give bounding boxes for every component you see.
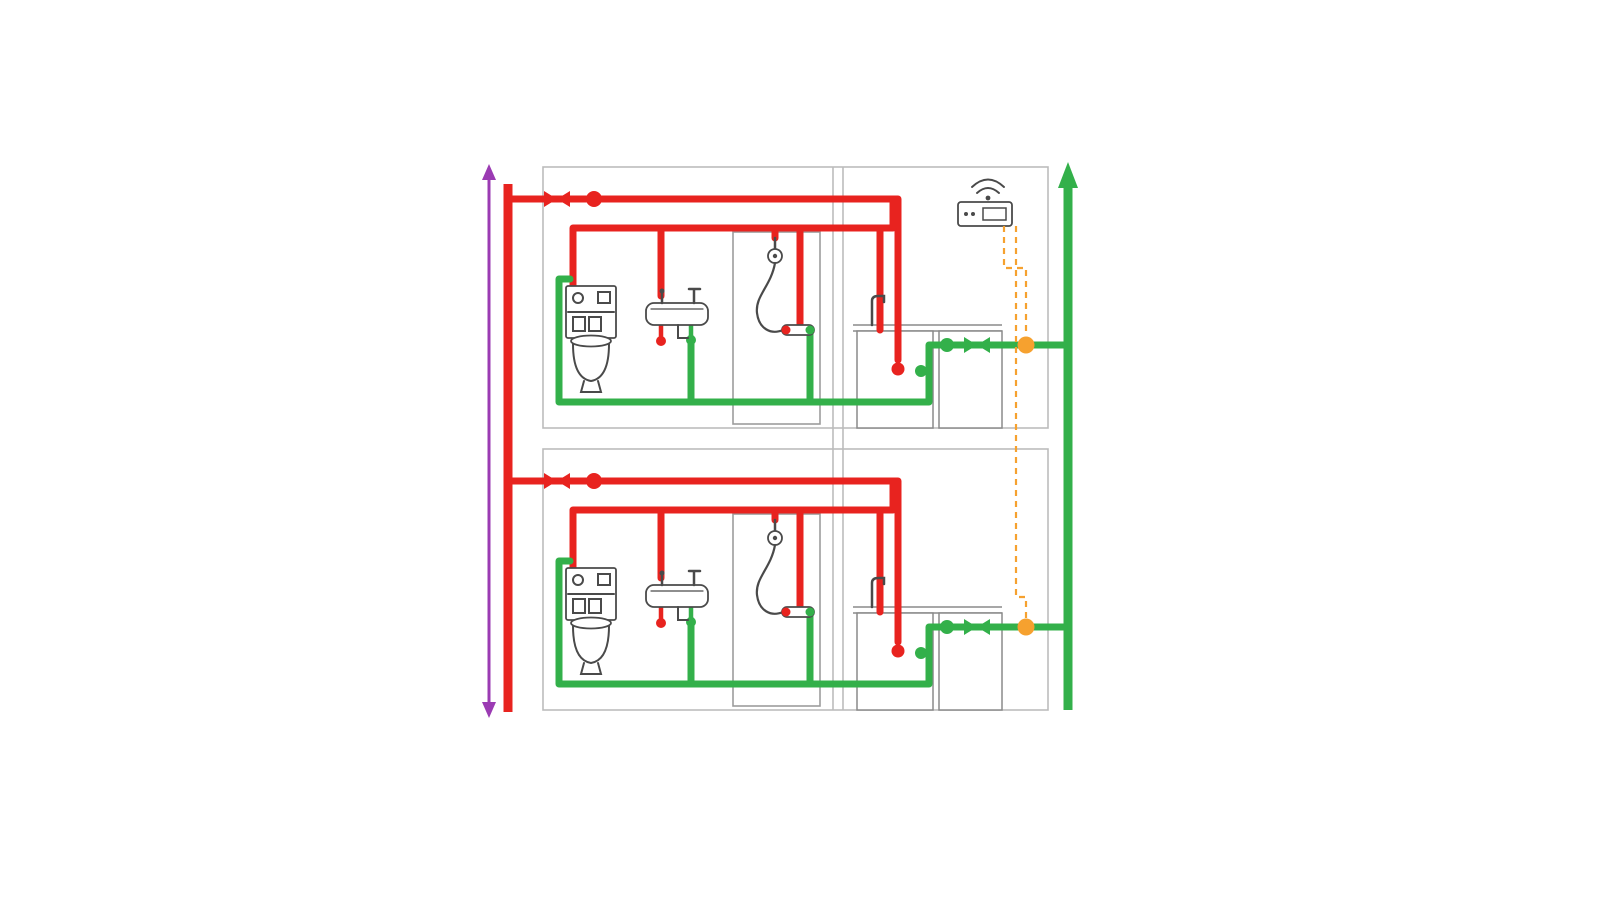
gateway-screen xyxy=(982,207,1007,221)
wifi-icon xyxy=(971,178,1005,201)
riser-direction-line xyxy=(482,164,496,718)
riser-arrow-up-icon xyxy=(482,164,496,180)
signal-link-lower xyxy=(1014,226,1028,618)
riser-arrow-down-icon xyxy=(482,702,496,718)
gateway-led-1 xyxy=(964,212,968,216)
return-arrow-up-icon xyxy=(1058,162,1078,188)
lower-floor xyxy=(507,449,1064,710)
partition-wall-gap xyxy=(832,428,844,449)
gateway-led-2 xyxy=(971,212,975,216)
wireless-gateway xyxy=(957,178,1013,227)
return-riser xyxy=(1058,162,1078,710)
